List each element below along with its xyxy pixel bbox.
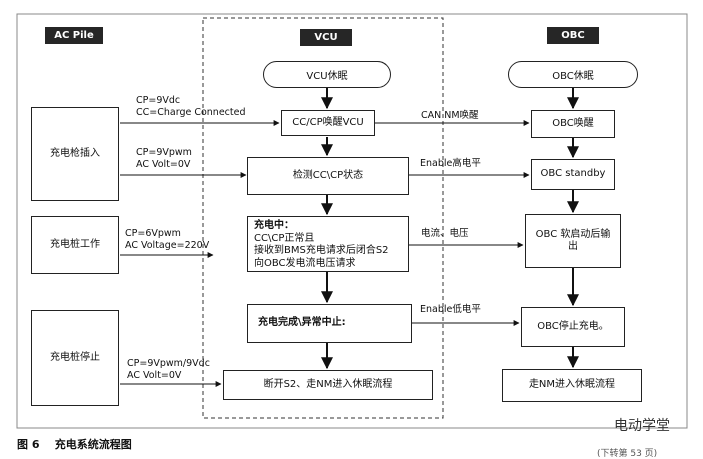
signal-enable-high: Enable高电平 [420,158,481,169]
vcu-detect-box: 检测CC\CP状态 [247,157,409,195]
ac-plug-in-box: 充电枪插入 [31,107,119,201]
vcu-sleep-pill: VCU休眠 [263,61,391,88]
signal-cp-6vpwm: CP=6Vpwm [125,228,181,239]
vcu-charging-box: 充电中： CC\CP正常且 接收到BMS充电请求后闭合S2 向OBC发电流电压请… [247,216,409,272]
footer-note: (下转第 53 页) [597,449,658,459]
vcu-disconnect-box: 断开S2、走NM进入休眠流程 [223,370,433,400]
obc-output-box: OBC 软启动后输出 [525,214,621,268]
obc-sleep-pill: OBC休眠 [508,61,638,88]
vcu-wake-box: CC/CP唤醒VCU [281,110,375,136]
signal-cp-9vpwm: CP=9Vpwm [136,147,192,158]
watermark-text: 电动学堂 [614,418,670,434]
figure-caption: 图 6 充电系统流程图 [17,438,132,451]
signal-enable-low: Enable低电平 [420,304,481,315]
obc-nm-box: 走NM进入休眠流程 [502,369,642,402]
outer-frame [16,13,688,429]
charging-line-3: 向OBC发电流电压请求 [254,257,356,269]
signal-can-nm-wake: CAN NM唤醒 [421,110,479,121]
obc-standby-box: OBC standby [531,159,615,190]
obc-header: OBC [547,27,599,44]
signal-cc-connected: CC=Charge Connected [136,107,246,118]
vcu-region [202,17,444,419]
signal-cp-9vdc: CP=9Vdc [136,95,181,106]
ac-pile-header: AC Pile [45,27,103,44]
signal-current-voltage: 电流、电压 [421,228,469,239]
ac-working-box: 充电桩工作 [31,216,119,274]
signal-cp-9vpwm-9vdc: CP=9Vpwm/9Vdc [127,358,210,369]
signal-ac-volt-0-stop: AC Volt=0V [127,370,182,381]
obc-stop-box: OBC停止充电。 [521,307,625,347]
vcu-header: VCU [300,29,352,46]
charging-title: 充电中： [254,220,294,231]
charging-line-2: 接收到BMS充电请求后闭合S2 [254,245,389,256]
ac-stop-box: 充电桩停止 [31,310,119,406]
signal-ac-voltage-220: AC Voltage=220V [125,240,210,251]
vcu-complete-box: 充电完成\异常中止: [247,304,412,343]
charging-line-1: CC\CP正常且 [254,232,315,244]
signal-ac-volt-0: AC Volt=0V [136,159,191,170]
obc-wake-box: OBC唤醒 [531,110,615,138]
